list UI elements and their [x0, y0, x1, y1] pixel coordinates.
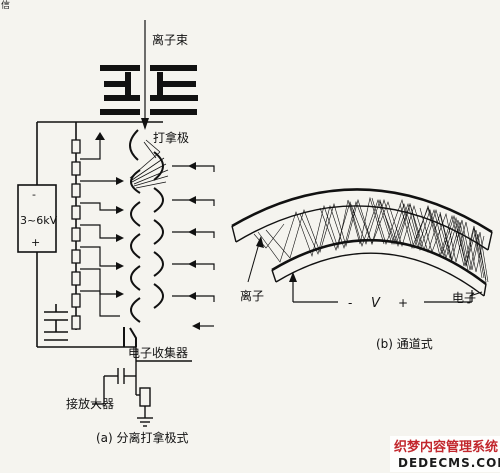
hv-supply-box	[17, 184, 57, 253]
caption-b: (b) 通道式	[376, 337, 433, 351]
label-v-minus: -	[348, 296, 352, 310]
load-resistor	[139, 387, 151, 407]
channel-outer-wall	[231, 188, 493, 234]
right-tap-arrowheads	[188, 162, 200, 330]
label-collector: 电子收集器	[128, 345, 188, 360]
corner-mark: 信	[1, 0, 10, 11]
label-v-plus: +	[398, 296, 408, 310]
discrete-dynode-diagram	[17, 20, 215, 427]
channel-multiplier-diagram	[231, 188, 493, 303]
dynodes-left	[129, 129, 141, 323]
electron-trajectories	[253, 196, 489, 283]
amplifier-coupling	[92, 368, 136, 405]
bypass-capacitors	[44, 304, 68, 341]
label-supply-minus: -	[32, 188, 36, 201]
watermark: 织梦内容管理系统 DEDECMS.COM	[390, 436, 500, 472]
label-amplifier: 接放大器	[66, 396, 114, 411]
ion-beam-arrowhead	[141, 118, 149, 130]
dynode-taps-right	[172, 165, 215, 327]
tap-arrowheads	[95, 132, 124, 298]
collector-right-plate	[129, 327, 137, 347]
resistor-chain	[71, 139, 81, 330]
ground-icon	[137, 417, 153, 427]
label-supply-plus: +	[31, 236, 40, 249]
label-voltage: 3~6kV	[20, 214, 58, 227]
label-ion-beam: 离子束	[152, 32, 188, 47]
dynodes-right	[153, 151, 164, 309]
dynode-taps-left	[80, 140, 120, 317]
caption-a: (a) 分离打拿极式	[96, 430, 189, 445]
ion-pointer-line	[247, 239, 261, 283]
electron-cascade	[129, 139, 169, 189]
label-dynode: 打拿极	[153, 130, 189, 145]
focusing-electrodes	[100, 65, 198, 115]
label-electron: 电子	[452, 291, 476, 305]
watermark-line1: 织梦内容管理系统	[394, 439, 498, 455]
channel-inner-wall	[271, 238, 487, 286]
label-voltage-v: V	[371, 296, 381, 311]
channel-inner-lower-edge	[275, 252, 485, 297]
watermark-line2: DEDECMS.COM	[398, 456, 500, 470]
label-ion: 离子	[240, 288, 264, 303]
electron-pointer	[469, 291, 483, 297]
